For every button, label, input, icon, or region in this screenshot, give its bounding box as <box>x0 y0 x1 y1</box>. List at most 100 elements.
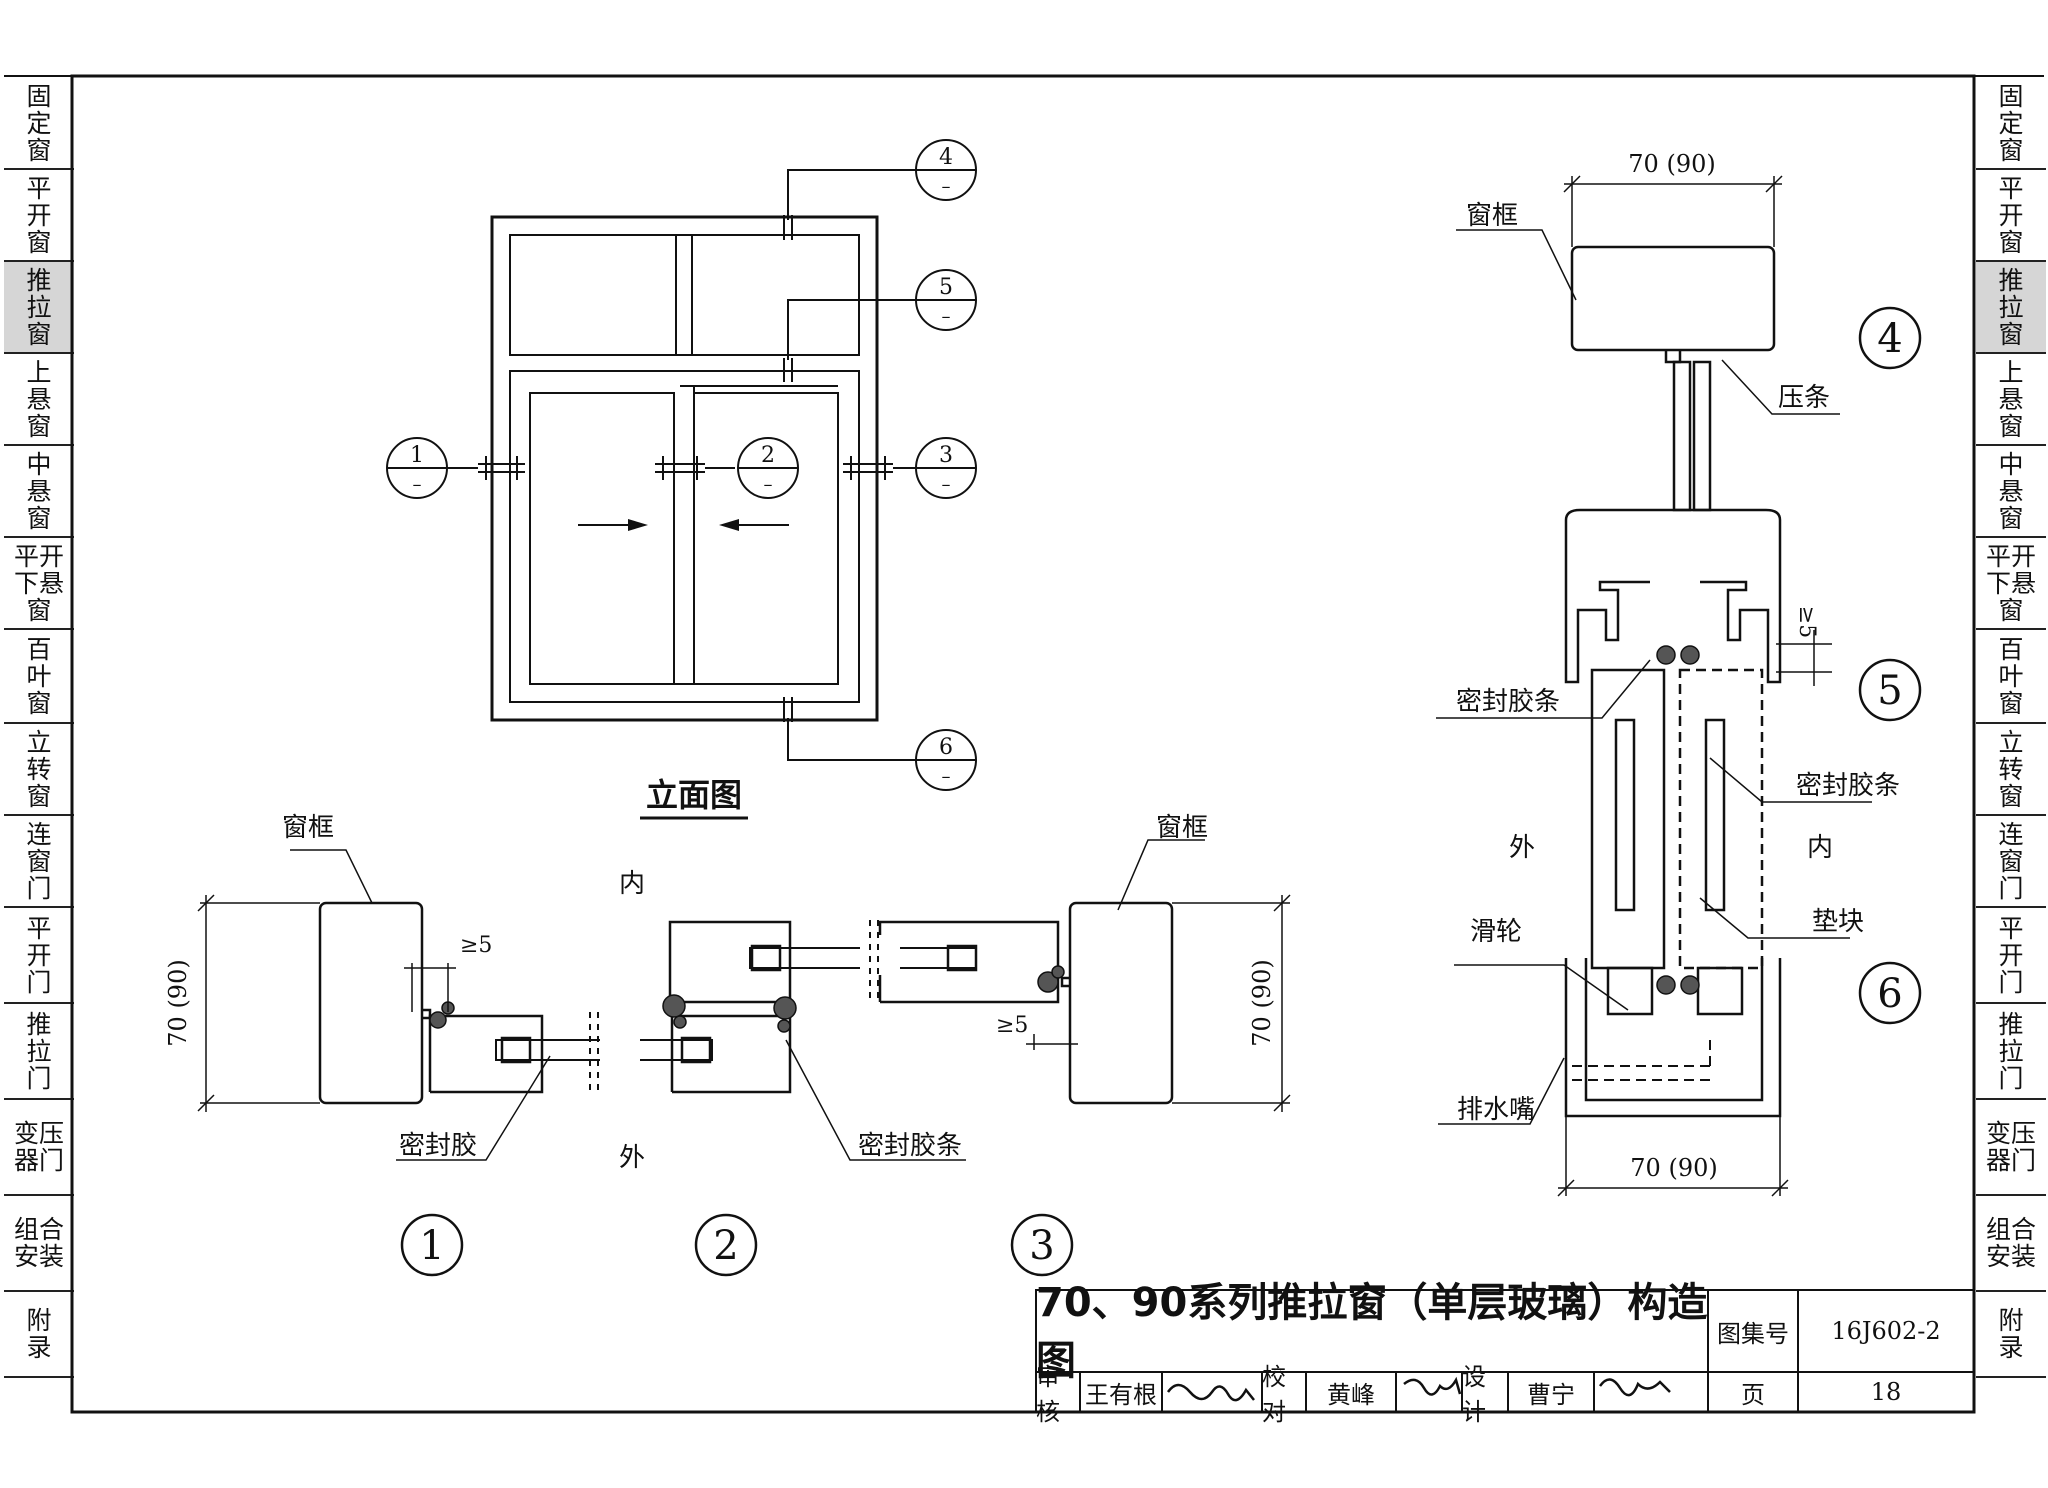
label-bead: 压条 <box>1778 383 1830 413</box>
label-frame-left: 窗框 <box>282 813 334 843</box>
dim-top-v: 70 (90) <box>1628 150 1715 178</box>
label-outside-h: 外 <box>619 1143 645 1173</box>
vertical-dimensions <box>1557 175 1832 1197</box>
dim-right: 70 (90) <box>1248 959 1276 1046</box>
atlas-number: 16J602-2 <box>1831 1317 1941 1345</box>
design-label: 设计 <box>1462 1363 1486 1426</box>
detail-numbers: 1 2 3 4 5 6 <box>400 306 1922 1277</box>
right-tab-column: 固 定 窗平 开 窗推 拉 窗上 悬 窗中 悬 窗平开 下悬 窗百 叶 窗立 转… <box>1976 78 2046 1378</box>
elevation-title: 立面图 <box>646 776 742 814</box>
section-callout-number: 1 <box>410 443 424 468</box>
label-outside-v: 外 <box>1509 833 1535 863</box>
label-frame-right: 窗框 <box>1156 813 1208 843</box>
left-tab-1[interactable]: 平 开 窗 <box>4 170 74 262</box>
right-tab-6[interactable]: 百 叶 窗 <box>1976 630 2046 724</box>
vertical-seal-glyphs <box>1656 645 1700 995</box>
detail-number-text: 6 <box>1877 971 1902 1017</box>
section-callout-number: 2 <box>761 443 775 468</box>
drawing-border <box>70 74 1976 1414</box>
section-callout-1: 1– <box>386 437 448 499</box>
label-pulley: 滑轮 <box>1470 917 1522 947</box>
vertical-leaders <box>1436 229 1872 1125</box>
section-callout-sub: – <box>764 474 773 495</box>
section-callout-sub: – <box>413 474 422 495</box>
left-tab-4[interactable]: 中 悬 窗 <box>4 446 74 538</box>
title-block-grid <box>1035 1289 1975 1413</box>
section-callout-4: 4– <box>915 139 977 201</box>
right-tab-7[interactable]: 立 转 窗 <box>1976 724 2046 816</box>
left-tab-8[interactable]: 连 窗 门 <box>4 816 74 908</box>
left-tab-0[interactable]: 固 定 窗 <box>4 78 74 170</box>
dim-left: 70 (90) <box>164 959 192 1046</box>
label-seal-strip-2: 密封胶条 <box>1796 771 1900 801</box>
elevation-arrows <box>578 519 789 531</box>
right-tab-9[interactable]: 平 开 门 <box>1976 908 2046 1004</box>
gap-left: ≥5 <box>460 933 492 958</box>
right-tab-13[interactable]: 附 录 <box>1976 1292 2046 1378</box>
section-callout-3: 3– <box>915 437 977 499</box>
right-tab-0[interactable]: 固 定 窗 <box>1976 78 2046 170</box>
section-callout-number: 3 <box>939 443 953 468</box>
drawing-title: 70、90系列推拉窗（单层玻璃）构造图 <box>1036 1279 1708 1384</box>
reviewer-name: 王有根 <box>1085 1380 1157 1409</box>
checker-name: 黄峰 <box>1327 1380 1375 1409</box>
gap-v: ≥5 <box>1794 606 1819 638</box>
right-tab-2[interactable]: 推 拉 窗 <box>1976 262 2046 354</box>
elevation-view <box>490 215 879 722</box>
horizontal-leaders <box>290 839 1205 1161</box>
designer-name: 曹宁 <box>1527 1380 1575 1409</box>
label-seal-strip-1: 密封胶条 <box>1456 687 1560 717</box>
left-tab-12[interactable]: 组合 安装 <box>4 1196 74 1292</box>
detail-number-text: 5 <box>1877 668 1902 714</box>
section-callouts: 1–2–3–4–5–6– <box>386 139 977 791</box>
review-label: 审核 <box>1036 1363 1060 1426</box>
right-tab-10[interactable]: 推 拉 门 <box>1976 1004 2046 1100</box>
gap-right: ≥5 <box>996 1013 1028 1038</box>
label-inside-v: 内 <box>1807 833 1833 863</box>
label-frame-v: 窗框 <box>1466 201 1518 231</box>
detail-number-4: 5 <box>1858 658 1922 722</box>
left-tab-7[interactable]: 立 转 窗 <box>4 724 74 816</box>
right-tab-4[interactable]: 中 悬 窗 <box>1976 446 2046 538</box>
label-drain: 排水嘴 <box>1457 1095 1535 1125</box>
section-callout-number: 6 <box>939 735 953 760</box>
left-tab-2[interactable]: 推 拉 窗 <box>4 262 74 354</box>
right-tab-11[interactable]: 变压 器门 <box>1976 1100 2046 1196</box>
page-label: 页 <box>1741 1380 1765 1409</box>
left-tab-6[interactable]: 百 叶 窗 <box>4 630 74 724</box>
section-callout-sub: – <box>942 176 951 197</box>
section-callout-5: 5– <box>915 269 977 331</box>
left-tab-9[interactable]: 平 开 门 <box>4 908 74 1004</box>
left-tab-3[interactable]: 上 悬 窗 <box>4 354 74 446</box>
detail-number-text: 2 <box>713 1223 738 1269</box>
label-pad: 垫块 <box>1812 907 1864 937</box>
section-callout-2: 2– <box>737 437 799 499</box>
left-tab-column: 固 定 窗平 开 窗推 拉 窗上 悬 窗中 悬 窗平开 下悬 窗百 叶 窗立 转… <box>4 78 74 1378</box>
right-tab-5[interactable]: 平开 下悬 窗 <box>1976 538 2046 630</box>
dim-bottom-v: 70 (90) <box>1630 1154 1717 1182</box>
left-tab-11[interactable]: 变压 器门 <box>4 1100 74 1196</box>
detail-number-3: 4 <box>1858 306 1922 370</box>
left-tab-10[interactable]: 推 拉 门 <box>4 1004 74 1100</box>
check-label: 校对 <box>1262 1363 1286 1426</box>
section-cut-lines <box>435 169 916 761</box>
detail-number-1: 2 <box>694 1213 758 1277</box>
right-tab-1[interactable]: 平 开 窗 <box>1976 170 2046 262</box>
right-tab-12[interactable]: 组合 安装 <box>1976 1196 2046 1292</box>
right-tab-8[interactable]: 连 窗 门 <box>1976 816 2046 908</box>
left-tab-13[interactable]: 附 录 <box>4 1292 74 1378</box>
right-tab-3[interactable]: 上 悬 窗 <box>1976 354 2046 446</box>
section-callout-number: 4 <box>939 145 953 170</box>
label-seal-strip: 密封胶条 <box>858 1131 962 1161</box>
detail-number-5: 6 <box>1858 961 1922 1025</box>
title-block: 70、90系列推拉窗（单层玻璃）构造图 图集号 16J602-2 审核 王有根 … <box>1036 1279 1974 1427</box>
atlas-label: 图集号 <box>1717 1319 1789 1348</box>
label-seal: 密封胶 <box>399 1131 477 1161</box>
detail-number-text: 3 <box>1029 1223 1054 1269</box>
left-tab-5[interactable]: 平开 下悬 窗 <box>4 538 74 630</box>
section-callout-number: 5 <box>939 275 953 300</box>
section-callout-sub: – <box>942 306 951 327</box>
detail-number-text: 1 <box>419 1223 444 1269</box>
horizontal-dimensions <box>197 894 1291 1112</box>
